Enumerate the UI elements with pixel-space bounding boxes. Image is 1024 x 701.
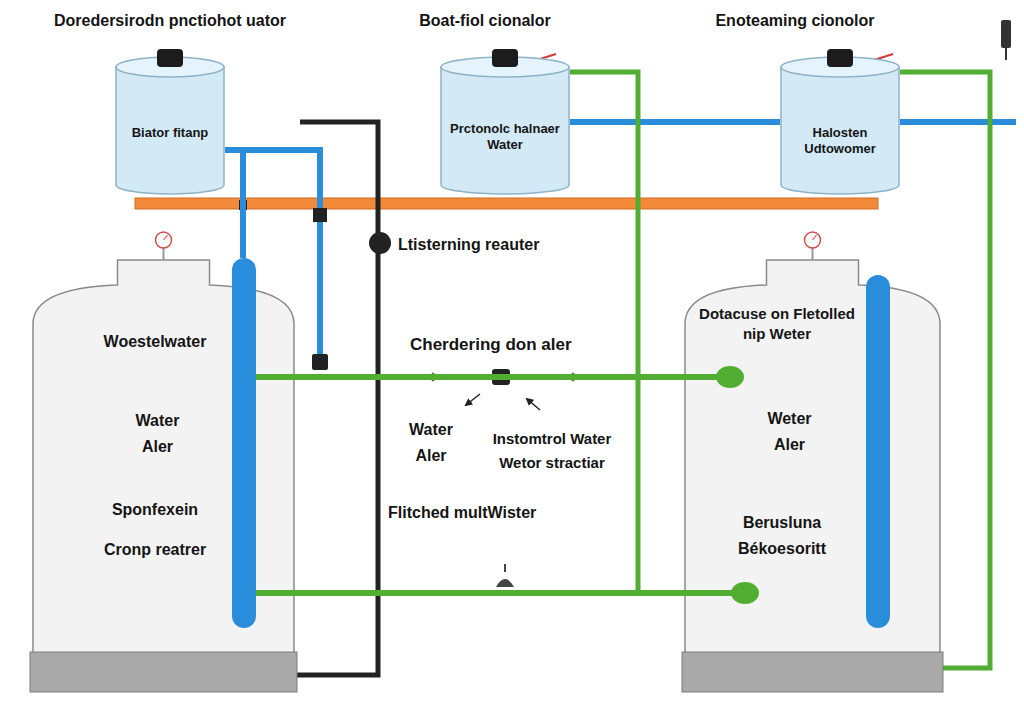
header-tank: Boat-fiol cionalorPrctonolc halnaer Wate… xyxy=(440,55,570,195)
tank-body xyxy=(441,67,569,194)
tank-label: Halosten Udtowomer xyxy=(786,125,894,158)
tank-base xyxy=(30,652,297,692)
pressure-gauge xyxy=(156,232,172,248)
tank-label: Biator fitanp xyxy=(120,125,220,141)
tank-label-holder: Sponfexein xyxy=(80,500,230,519)
tank-label: Cronp reatrer xyxy=(80,540,230,559)
tank-label-holder: Cronp reatrer xyxy=(80,540,230,559)
tank-body xyxy=(781,67,899,194)
tank-label-holder: Water Aler xyxy=(120,408,195,461)
gauge-needle xyxy=(164,235,168,240)
gauge-stem xyxy=(163,248,165,260)
gauge-stem xyxy=(812,248,814,260)
tank-label: Berusluna Békoesoritt xyxy=(712,510,852,561)
tank-heading: Doredersirodn pnctiohot uator xyxy=(54,11,286,30)
tank-label: Sponfexein xyxy=(80,500,230,519)
tank-label-holder: Berusluna Békoesoritt xyxy=(712,510,852,561)
tank-label-holder: Biator fitanp xyxy=(120,125,220,141)
sensor-device xyxy=(1001,20,1011,48)
tank-label-holder: Dotacuse on Fletolled nip Weter xyxy=(692,304,862,343)
pipe-outlet xyxy=(731,582,759,604)
valve-symbol xyxy=(369,232,391,254)
tank-label: Dotacuse on Fletolled nip Weter xyxy=(692,304,862,343)
tank-heading: Boat-fiol cionalor xyxy=(419,11,551,30)
tank-label: Prctonolc halnaer Water xyxy=(446,121,564,154)
diagram-label-holder: Water Aler xyxy=(396,417,466,470)
tank-cap xyxy=(492,49,518,67)
tank-label-holder: Weter Aler xyxy=(752,406,827,459)
orange-manifold xyxy=(135,198,878,209)
pipe-connector xyxy=(297,374,682,380)
pressure-gauge xyxy=(805,232,821,248)
tank-cap xyxy=(157,49,183,67)
diagram-label-holder: Instomtrol Water Wetor stractiar xyxy=(476,427,628,475)
tank-label-holder: Woestelwater xyxy=(80,332,230,351)
tank-label: Woestelwater xyxy=(80,332,230,351)
diagram-label-holder: Cherdering don aler xyxy=(410,335,572,355)
storage-tank: WoestelwaterWater AlerSponfexeinCronp re… xyxy=(30,258,297,692)
tank-label-holder: Halosten Udtowomer xyxy=(786,125,894,158)
diagram-label-holder: Ltisterning reauter xyxy=(398,235,539,254)
tank-heading: Enoteaming cionolor xyxy=(715,11,874,30)
tank-heading-holder: Enoteaming cionolor xyxy=(715,11,874,30)
tank-outline xyxy=(30,258,297,692)
pipe-connector xyxy=(297,590,682,596)
tank-label: Weter Aler xyxy=(752,406,827,459)
diagram-label-holder: Flitched multWister xyxy=(388,503,536,522)
tank-body xyxy=(116,67,224,194)
blue-riser-pipe xyxy=(866,275,890,628)
storage-tank: Dotacuse on Fletolled nip WeterWeter Ale… xyxy=(682,258,943,692)
gauge-needle xyxy=(813,235,817,240)
tank-label: Water Aler xyxy=(120,408,195,461)
leader-arrow xyxy=(466,394,480,405)
green-pipe xyxy=(256,590,297,596)
valve-symbol xyxy=(496,579,514,587)
pipe-outlet xyxy=(716,366,744,388)
diagram-label: Cherdering don aler xyxy=(410,335,572,355)
tank-cap xyxy=(827,49,853,67)
tank-heading-holder: Doredersirodn pnctiohot uator xyxy=(54,11,286,30)
valve-symbol xyxy=(313,208,327,222)
tank-outline xyxy=(682,258,943,692)
pipe-connector xyxy=(570,119,780,125)
header-tank: Enoteaming cionolorHalosten Udtowomer xyxy=(780,55,900,195)
valve-stem xyxy=(504,564,506,572)
diagram-label: Instomtrol Water Wetor stractiar xyxy=(476,427,628,475)
leader-arrow xyxy=(527,399,540,410)
diagram-label: Water Aler xyxy=(396,417,466,470)
header-tank: Doredersirodn pnctiohot uatorBiator fita… xyxy=(115,55,225,195)
tank-label-holder: Prctonolc halnaer Water xyxy=(446,121,564,154)
blue-pipe xyxy=(900,119,1016,125)
green-pipe xyxy=(256,374,297,380)
blue-riser-pipe xyxy=(232,258,256,628)
valve-symbol xyxy=(312,354,328,370)
sensor-lead xyxy=(1005,48,1007,60)
diagram-label: Flitched multWister xyxy=(388,503,536,522)
pipe-connector xyxy=(225,150,243,258)
pipe-connector xyxy=(570,72,682,593)
tank-base xyxy=(682,652,943,692)
tank-heading-holder: Boat-fiol cionalor xyxy=(419,11,551,30)
diagram-label: Ltisterning reauter xyxy=(398,235,539,254)
